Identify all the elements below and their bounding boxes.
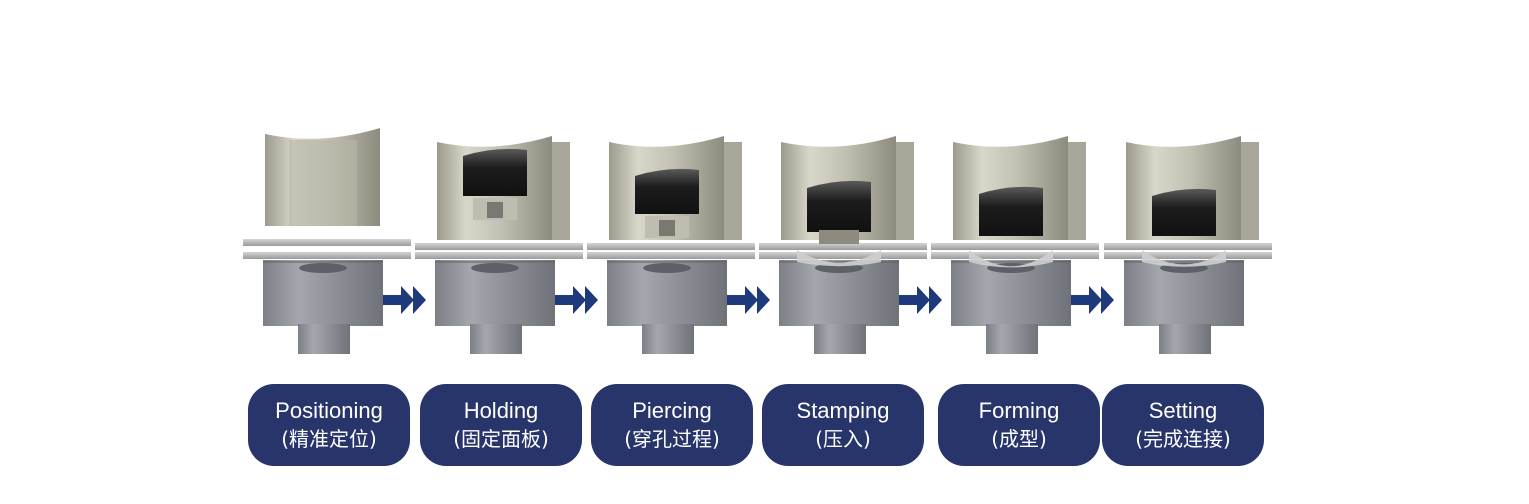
step-name-chinese: (压入) [815, 427, 871, 451]
die-stem [1159, 324, 1211, 354]
step-label-positioning: Positioning (精准定位) [248, 384, 410, 466]
rivet-shank [487, 202, 503, 218]
setter-side [1068, 142, 1086, 240]
top-sheet [1104, 243, 1272, 250]
step-label-setting: Setting (完成连接) [1102, 384, 1264, 466]
step-name: Forming [978, 398, 1060, 423]
step-name-chinese: (成型) [991, 427, 1047, 451]
setter-bore [289, 140, 357, 226]
setter-cavity [635, 168, 699, 214]
setter-cavity [979, 186, 1043, 236]
bottom-sheet [415, 252, 583, 259]
die-stem [642, 324, 694, 354]
setter-cavity [1152, 188, 1216, 236]
step-label-holding: Holding (固定面板) [420, 384, 582, 466]
step-name: Stamping [796, 398, 890, 423]
die-recess [299, 263, 347, 273]
rivet [819, 230, 859, 244]
die-recess [471, 263, 519, 273]
step-label-forming: Forming (成型) [938, 384, 1100, 466]
station-5 [931, 136, 1099, 354]
flow-arrow-2 [555, 286, 598, 314]
step-name-chinese: (完成连接) [1135, 427, 1231, 451]
flow-arrow-5 [1071, 286, 1114, 314]
die-stem [814, 324, 866, 354]
top-sheet [759, 243, 927, 250]
die-stem [298, 324, 350, 354]
step-name: Holding [463, 398, 539, 423]
setter-side [724, 142, 742, 240]
bottom-sheet [243, 252, 411, 259]
setter-side [1241, 142, 1259, 240]
step-name: Setting [1148, 398, 1218, 423]
station-2 [415, 136, 583, 354]
top-sheet [931, 243, 1099, 250]
formed-joint [969, 250, 1053, 268]
setter-side [552, 142, 570, 240]
top-sheet [587, 243, 755, 250]
step-label-stamping: Stamping (压入) [762, 384, 924, 466]
station-4 [759, 136, 927, 354]
bottom-sheet [931, 252, 1099, 259]
step-label-piercing: Piercing (穿孔过程) [591, 384, 753, 466]
die-recess [643, 263, 691, 273]
bottom-sheet [587, 252, 755, 259]
station-6 [1104, 136, 1272, 354]
formed-joint [797, 250, 881, 267]
step-name-chinese: (精准定位) [281, 427, 377, 451]
station-1 [243, 128, 411, 354]
flow-arrow-1 [383, 286, 426, 314]
setter-cavity [463, 148, 527, 196]
step-name-chinese: (穿孔过程) [624, 427, 720, 451]
die-stem [470, 324, 522, 354]
step-name-chinese: (固定面板) [453, 427, 549, 451]
setter-cavity [807, 180, 871, 232]
die-stem [986, 324, 1038, 354]
bottom-sheet [759, 252, 927, 259]
step-name: Piercing [632, 398, 712, 423]
station-3 [587, 136, 755, 354]
formed-joint [1142, 250, 1226, 267]
rivet-shank [659, 220, 675, 236]
step-name: Positioning [275, 398, 383, 423]
flow-arrow-3 [727, 286, 770, 314]
top-sheet [243, 239, 411, 246]
setter-side [896, 142, 914, 240]
bottom-sheet [1104, 252, 1272, 259]
top-sheet [415, 243, 583, 250]
flow-arrow-4 [899, 286, 942, 314]
